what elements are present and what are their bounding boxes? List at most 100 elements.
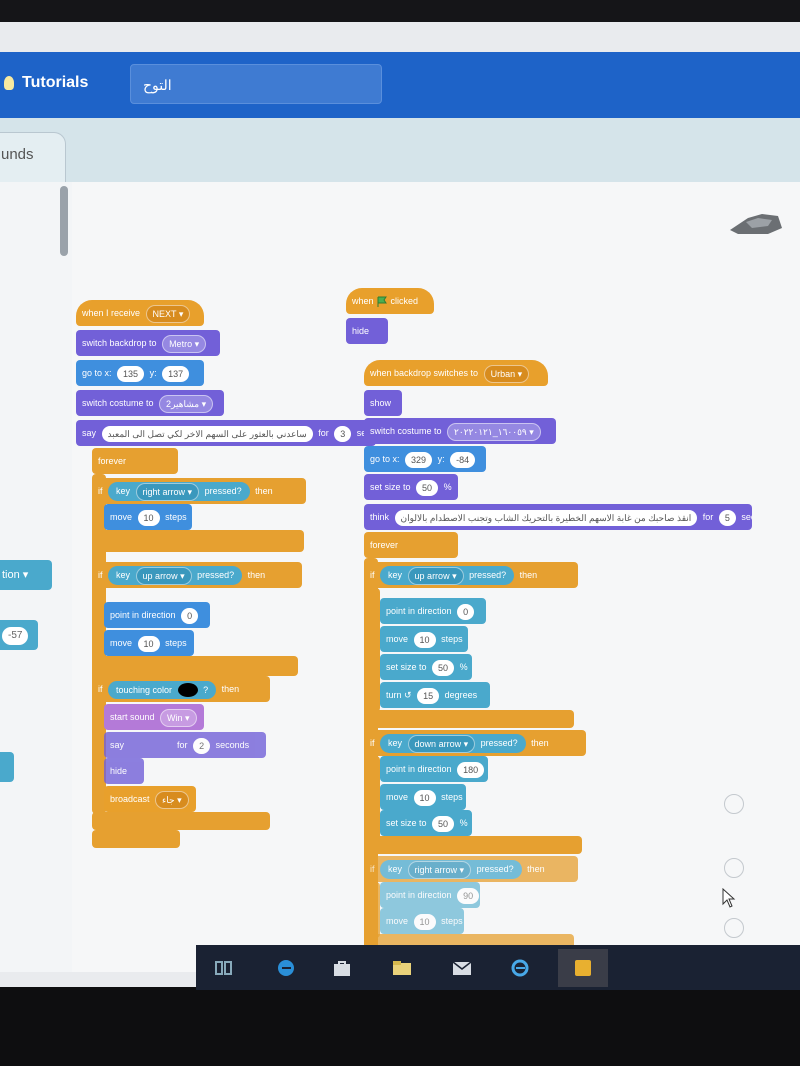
direction-input[interactable]: 180 [457, 761, 485, 778]
zoom-out-button[interactable] [724, 858, 744, 878]
if-then-block[interactable]: if key right arrow ▾ pressed? then [92, 478, 306, 504]
size-input[interactable]: 50 [432, 815, 455, 832]
file-explorer-icon[interactable] [392, 959, 412, 977]
show-block[interactable]: show [364, 390, 402, 416]
set-size-block[interactable]: set size to 50 % [380, 810, 472, 836]
backdrop-dropdown[interactable]: Metro ▾ [162, 334, 207, 353]
zoom-in-button[interactable] [724, 794, 744, 814]
turn-degrees-block[interactable]: turn ↺ 15 degrees [380, 682, 490, 708]
x-input[interactable]: 329 [405, 451, 433, 468]
forever-block[interactable]: forever [92, 448, 178, 474]
steps-input[interactable]: 10 [413, 631, 436, 648]
set-size-block[interactable]: set size to 50 % [380, 654, 472, 680]
go-to-xy-block[interactable]: go to x: 329 y: -84 [364, 446, 486, 472]
costume-dropdown[interactable]: ١٦٠٠٥٩_٢٠٢٢٠١٢١ ▾ [447, 422, 541, 441]
move-steps-block[interactable]: move 10 steps [380, 626, 468, 652]
key-pressed-condition[interactable]: key up arrow ▾ pressed? [380, 566, 515, 585]
key-dropdown[interactable]: right arrow ▾ [135, 482, 200, 501]
palette-block-dropdown[interactable]: tion ▾ [2, 569, 29, 581]
zoom-reset-button[interactable] [724, 918, 744, 938]
think-text-input[interactable]: انقذ صاحبك من غابة الاسهم الخطيرة بالتحر… [394, 509, 698, 526]
scratch-app-icon[interactable] [573, 959, 593, 977]
steps-input[interactable]: 10 [413, 913, 436, 930]
steps-input[interactable]: 10 [137, 509, 160, 526]
pressed-label: pressed? [476, 864, 514, 875]
think-for-seconds-block[interactable]: think انقذ صاحبك من غابة الاسهم الخطيرة … [364, 504, 752, 530]
direction-input[interactable]: 0 [181, 607, 199, 624]
palette-scrollbar[interactable] [60, 186, 68, 256]
when-i-receive-block[interactable]: when I receive NEXT ▾ [76, 300, 204, 326]
direction-input[interactable]: 90 [457, 887, 480, 904]
start-sound-block[interactable]: start sound Win ▾ [104, 704, 204, 730]
key-dropdown[interactable]: up arrow ▾ [407, 566, 464, 585]
costume-dropdown[interactable]: 2مشاهير ▾ [159, 394, 214, 413]
broadcast-dropdown[interactable]: جاء ▾ [155, 790, 189, 809]
say-text-input[interactable]: ساعدني بالعثور على السهم الاخر لكي تصل ا… [101, 425, 313, 442]
if-then-block[interactable]: if key right arrow ▾ pressed? then [364, 856, 578, 882]
palette-block-motion[interactable]: -57 [0, 620, 38, 650]
color-picker[interactable] [177, 683, 198, 698]
edge-browser-icon[interactable] [276, 959, 296, 977]
move-steps-block[interactable]: move 10 steps [104, 504, 192, 530]
forever-block[interactable]: forever [364, 532, 458, 558]
block-label: set size to [386, 662, 427, 672]
internet-explorer-icon[interactable] [510, 959, 530, 977]
y-input[interactable]: -84 [450, 451, 476, 468]
switch-costume-block[interactable]: switch costume to 2مشاهير ▾ [76, 390, 224, 416]
palette-block-value[interactable]: -57 [2, 627, 29, 645]
if-then-block[interactable]: if key down arrow ▾ pressed? then [364, 730, 586, 756]
size-input[interactable]: 50 [416, 479, 439, 496]
project-title-input[interactable]: التوح [130, 64, 382, 104]
point-in-direction-block[interactable]: point in direction 0 [380, 598, 486, 624]
tutorials-button[interactable]: Tutorials [4, 74, 88, 92]
backdrop-dropdown[interactable]: Urban ▾ [483, 364, 530, 383]
task-view-icon[interactable] [214, 959, 234, 977]
seconds-input[interactable]: 3 [334, 425, 352, 442]
switch-backdrop-block[interactable]: switch backdrop to Metro ▾ [76, 330, 220, 356]
hide-block[interactable]: hide [104, 758, 144, 784]
set-size-block[interactable]: set size to 50 % [364, 474, 458, 500]
key-pressed-condition[interactable]: key right arrow ▾ pressed? [380, 860, 522, 879]
say-for-seconds-block[interactable]: say ساعدني بالعثور على السهم الاخر لكي ت… [76, 420, 376, 446]
y-input[interactable]: 137 [162, 365, 190, 382]
tab-sounds[interactable]: unds [0, 132, 66, 182]
key-pressed-condition[interactable]: key up arrow ▾ pressed? [108, 566, 243, 585]
sprite-thumbnail-icon [730, 214, 782, 234]
point-in-direction-block[interactable]: point in direction 0 [104, 602, 210, 628]
if-then-block[interactable]: if touching color ? then [92, 676, 270, 702]
go-to-xy-block[interactable]: go to x: 135 y: 137 [76, 360, 204, 386]
broadcast-block[interactable]: broadcast جاء ▾ [104, 786, 196, 812]
size-input[interactable]: 50 [432, 659, 455, 676]
say-for-seconds-block[interactable]: say for 2 seconds [104, 732, 266, 758]
key-pressed-condition[interactable]: key down arrow ▾ pressed? [380, 734, 526, 753]
when-flag-clicked-block[interactable]: when clicked [346, 288, 434, 314]
move-steps-block[interactable]: move 10 steps [104, 630, 194, 656]
degrees-input[interactable]: 15 [417, 687, 440, 704]
move-steps-block[interactable]: move 10 steps [380, 784, 466, 810]
message-dropdown[interactable]: NEXT ▾ [145, 304, 191, 323]
x-input[interactable]: 135 [117, 365, 145, 382]
palette-block-sensing[interactable]: tion ▾ [0, 560, 52, 590]
seconds-input[interactable]: 5 [718, 509, 736, 526]
sound-dropdown[interactable]: Win ▾ [160, 708, 197, 727]
key-dropdown[interactable]: right arrow ▾ [407, 860, 472, 879]
steps-input[interactable]: 10 [137, 635, 160, 652]
hide-block[interactable]: hide [346, 318, 388, 344]
if-then-block[interactable]: if key up arrow ▾ pressed? then [364, 562, 578, 588]
store-icon[interactable] [332, 959, 352, 977]
switch-costume-block[interactable]: switch costume to ١٦٠٠٥٩_٢٠٢٢٠١٢١ ▾ [364, 418, 556, 444]
point-in-direction-block[interactable]: point in direction 180 [380, 756, 488, 782]
palette-block-partial[interactable] [0, 752, 14, 782]
if-then-block[interactable]: if key up arrow ▾ pressed? then [92, 562, 302, 588]
key-dropdown[interactable]: down arrow ▾ [407, 734, 476, 753]
key-pressed-condition[interactable]: key right arrow ▾ pressed? [108, 482, 250, 501]
move-steps-block[interactable]: move 10 steps [380, 908, 464, 934]
touching-color-condition[interactable]: touching color ? [108, 680, 217, 699]
mail-icon[interactable] [452, 959, 472, 977]
when-backdrop-switches-block[interactable]: when backdrop switches to Urban ▾ [364, 360, 548, 386]
point-in-direction-block[interactable]: point in direction 90 [380, 882, 480, 908]
seconds-input[interactable]: 2 [193, 737, 211, 754]
steps-input[interactable]: 10 [413, 789, 436, 806]
direction-input[interactable]: 0 [457, 603, 475, 620]
key-dropdown[interactable]: up arrow ▾ [135, 566, 192, 585]
